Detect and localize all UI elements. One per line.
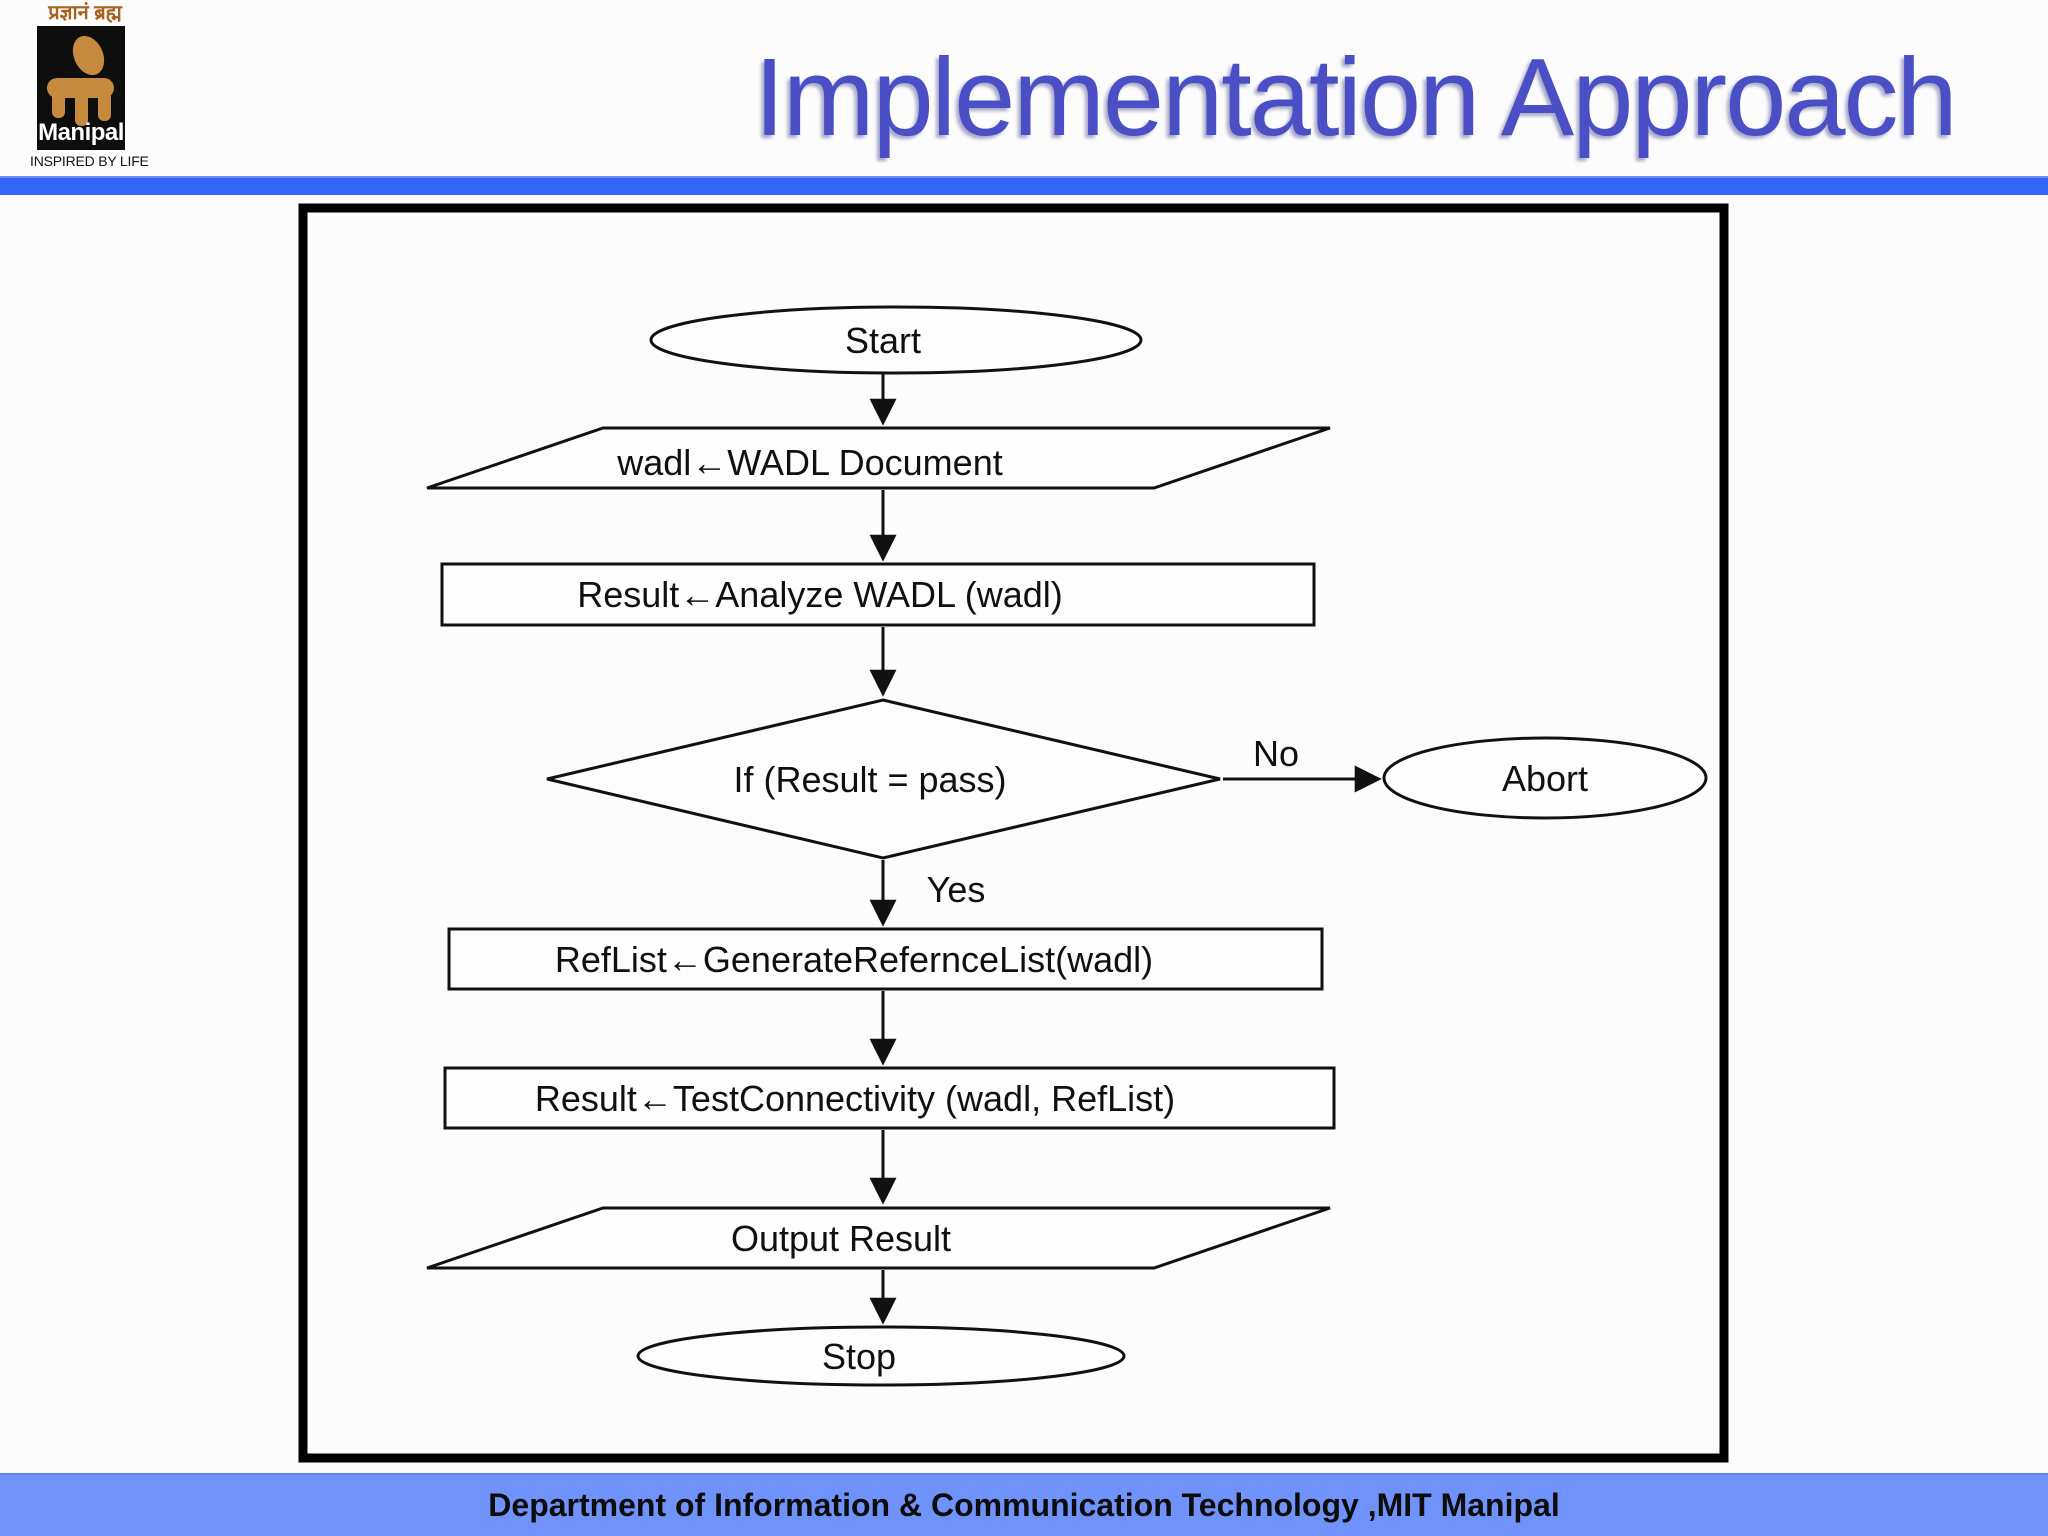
decision-node <box>546 698 1221 860</box>
edge-yes-label: Yes <box>927 869 986 910</box>
edge-no-label: No <box>1253 733 1299 774</box>
title-divider-rule <box>0 176 2048 195</box>
logo-figure-leg <box>98 86 111 121</box>
page-title: Implementation Approach <box>754 36 1957 159</box>
start-node-label: Start <box>845 320 921 361</box>
analyze-label: Result←Analyze WADL (wadl) <box>577 574 1062 615</box>
decision-label: If (Result = pass) <box>733 759 1006 800</box>
logo-sanskrit-text: प्रज्ञानं ब्रह्म <box>48 2 122 24</box>
analyze-node <box>440 562 1316 627</box>
output-result-node <box>426 1206 1331 1270</box>
test-connectivity-label: Result←TestConnectivity (wadl, RefList) <box>535 1078 1175 1119</box>
gen-reflist-label: RefList←GenerateRefernceList(wadl) <box>555 939 1153 980</box>
footer-text: Department of Information & Communicatio… <box>488 1487 1560 1523</box>
abort-node <box>1382 736 1708 820</box>
abort-label: Abort <box>1502 758 1588 799</box>
input-wadl-node <box>426 426 1331 490</box>
stop-label: Stop <box>822 1336 896 1377</box>
input-wadl-label: wadl←WADL Document <box>616 442 1002 483</box>
start-node <box>649 305 1143 375</box>
logo-figure-leg <box>75 86 88 126</box>
manipal-logo: प्रज्ञानं ब्रह्म Manipal INSPIRED BY LIF… <box>30 0 149 169</box>
stop-node <box>636 1325 1126 1387</box>
manipal-logo-icon: Manipal <box>37 26 125 150</box>
footer-bar: Department of Information & Communicatio… <box>0 1473 2048 1536</box>
logo-brand-text: Manipal <box>38 119 124 146</box>
logo-tagline: INSPIRED BY LIFE <box>30 153 149 169</box>
logo-figure-leg <box>52 86 65 118</box>
flowchart-frame <box>298 203 1729 1463</box>
output-result-label: Output Result <box>731 1218 951 1259</box>
test-connectivity-node <box>443 1066 1336 1130</box>
gen-reflist-node <box>447 927 1324 991</box>
